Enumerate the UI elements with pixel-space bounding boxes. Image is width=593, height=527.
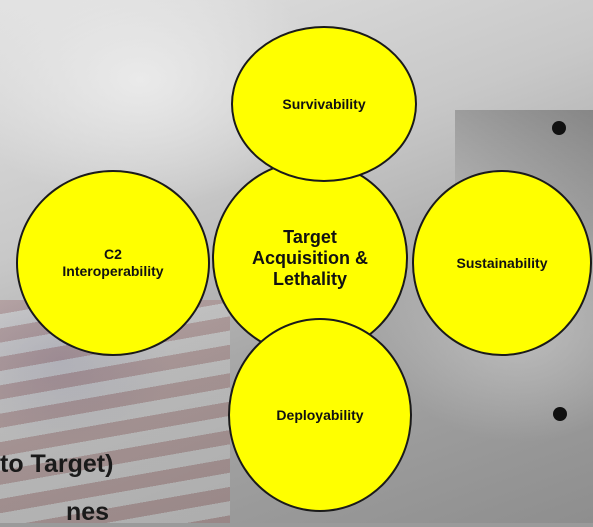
- node-label: Sustainability: [456, 254, 548, 271]
- node-sustainability: Sustainability: [412, 170, 592, 356]
- partial-text-line-3: nes: [66, 498, 110, 526]
- center-node-label: Target Acquisition & Lethality: [252, 226, 368, 289]
- node-deployability: Deployability: [228, 318, 412, 512]
- bullet-marker: [552, 121, 566, 135]
- node-c2-interoperability: C2 Interoperability: [16, 170, 210, 356]
- node-label: Deployability: [276, 406, 364, 423]
- partial-text-line-2: to Target): [0, 450, 114, 478]
- node-survivability: Survivability: [231, 26, 417, 182]
- node-label: Survivability: [282, 95, 366, 112]
- bullet-marker: [553, 407, 567, 421]
- node-label: C2 Interoperability: [62, 246, 164, 279]
